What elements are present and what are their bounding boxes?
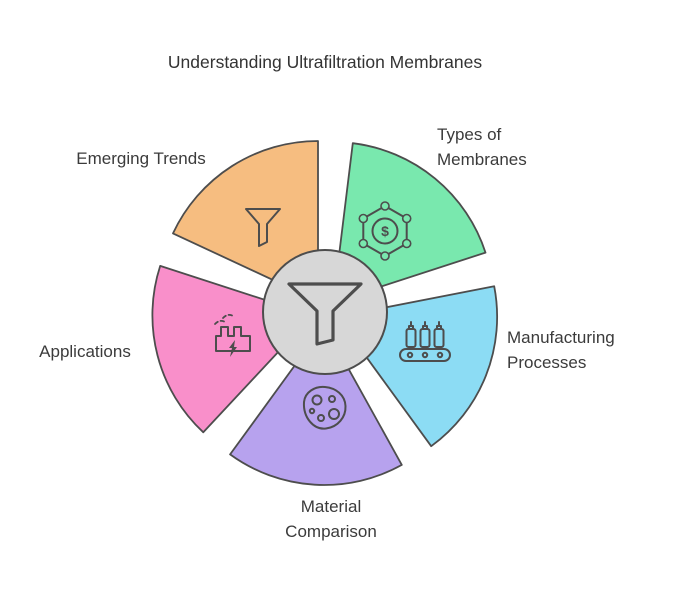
conveyor-icon bbox=[399, 321, 451, 362]
label-manufacturing-processes: Manufacturing Processes bbox=[507, 325, 674, 375]
segment-types-of-membranes bbox=[332, 142, 487, 303]
label-material-comparison: Material Comparison bbox=[251, 494, 411, 544]
dollar-symbol: $ bbox=[381, 223, 389, 239]
molecule-dollar-icon: $ bbox=[358, 201, 412, 261]
label-line: Material bbox=[300, 497, 362, 516]
label-line: Manufacturing bbox=[507, 328, 615, 347]
label-emerging-trends: Emerging Trends bbox=[46, 146, 236, 171]
funnel-icon bbox=[287, 282, 363, 346]
page-title: Understanding Ultrafiltration Membranes bbox=[167, 52, 483, 72]
label-line: Comparison bbox=[285, 522, 377, 541]
center-hub bbox=[262, 249, 388, 375]
specimen-icon bbox=[302, 385, 347, 430]
label-line: Applications bbox=[39, 342, 131, 361]
label-line: Emerging Trends bbox=[76, 149, 206, 168]
label-types-of-membranes: Types of Membranes bbox=[437, 122, 587, 172]
label-applications: Applications bbox=[20, 339, 150, 364]
label-line: Types of bbox=[437, 125, 502, 144]
segment-emerging-trends bbox=[172, 140, 319, 302]
label-line: Membranes bbox=[437, 150, 527, 169]
funnel-small-icon bbox=[245, 208, 281, 247]
label-line: Processes bbox=[507, 353, 587, 372]
factory-icon bbox=[214, 313, 251, 357]
